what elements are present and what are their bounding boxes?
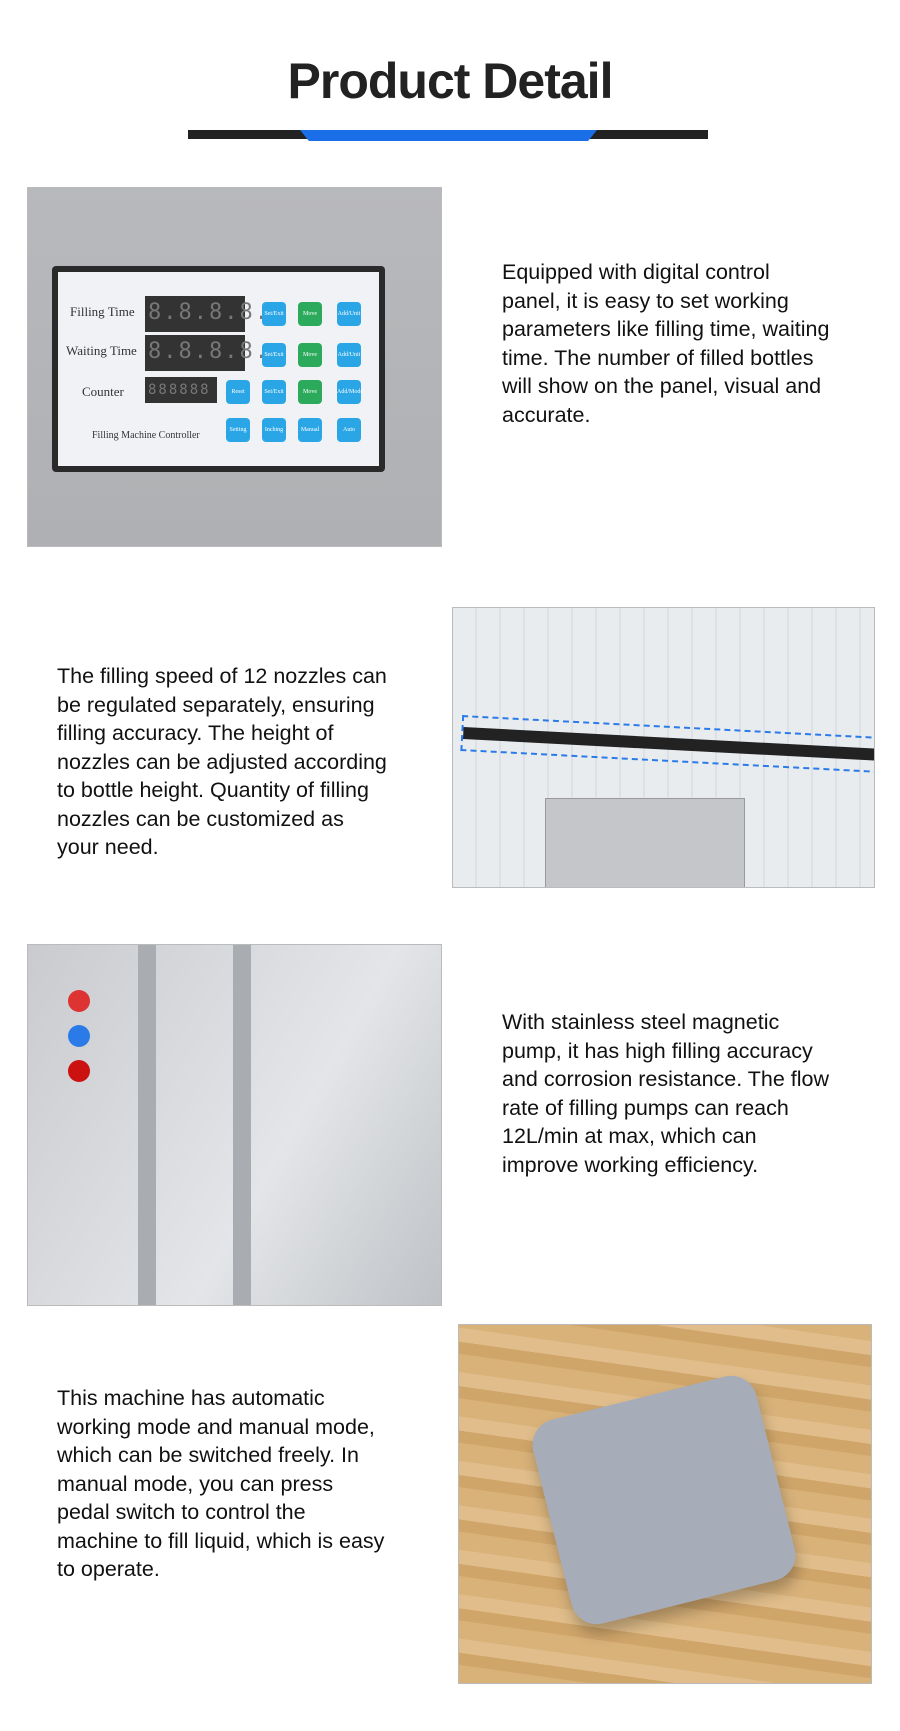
controller-panel: Filling Time Waiting Time Counter 8.8.8.… — [52, 266, 385, 472]
vertical-rod — [138, 945, 156, 1305]
manual-button[interactable]: Manual — [298, 418, 322, 442]
move-button[interactable]: Move — [298, 343, 322, 367]
nozzles-photo — [452, 607, 875, 888]
set-exit-button[interactable]: Set/Exit — [262, 302, 286, 326]
counter-display: 888888 — [145, 377, 217, 403]
set-exit-button[interactable]: Set/Exit — [262, 343, 286, 367]
blue-button-icon — [68, 1025, 90, 1047]
filling-time-label: Filling Time — [70, 304, 135, 319]
waiting-time-label: Waiting Time — [66, 343, 137, 358]
auto-button[interactable]: Auto — [337, 418, 361, 442]
title-divider-accent — [300, 130, 597, 141]
section-1-text: Equipped with digital control panel, it … — [502, 260, 830, 427]
reset-button[interactable]: Reset — [226, 380, 250, 404]
controller-name: Filling Machine Controller — [92, 430, 200, 441]
emergency-stop-icon — [68, 1060, 90, 1082]
setting-button[interactable]: Setting — [226, 418, 250, 442]
counter-label: Counter — [82, 384, 124, 399]
add-mode-button[interactable]: Add/Mode — [337, 380, 363, 404]
pedal-switch-photo — [458, 1324, 872, 1684]
move-button[interactable]: Move — [298, 380, 322, 404]
filling-time-display: 8.8.8.8. — [145, 296, 268, 332]
section-3-text: With stainless steel magnetic pump, it h… — [502, 1010, 830, 1177]
magnetic-pumps-photo — [27, 944, 442, 1306]
foot-pedal — [527, 1370, 801, 1630]
red-button-icon — [68, 990, 90, 1012]
machine-body — [545, 798, 745, 887]
section-4-text: This machine has automatic working mode … — [57, 1386, 385, 1581]
vertical-rod — [233, 945, 251, 1305]
title-divider — [188, 130, 708, 141]
section-2-text: The filling speed of 12 nozzles can be r… — [57, 664, 387, 859]
add-unit-button[interactable]: Add/Unit — [337, 343, 361, 367]
set-exit-button[interactable]: Set/Exit — [262, 380, 286, 404]
page-title: Product Detail — [287, 53, 614, 109]
move-button[interactable]: Move — [298, 302, 322, 326]
inching-button[interactable]: Inching — [262, 418, 286, 442]
nozzle-highlight-box — [460, 715, 874, 773]
control-panel-photo: Filling Time Waiting Time Counter 8.8.8.… — [27, 187, 442, 547]
add-unit-button[interactable]: Add/Unit — [337, 302, 361, 326]
waiting-time-display: 8.8.8.8. — [145, 335, 268, 371]
